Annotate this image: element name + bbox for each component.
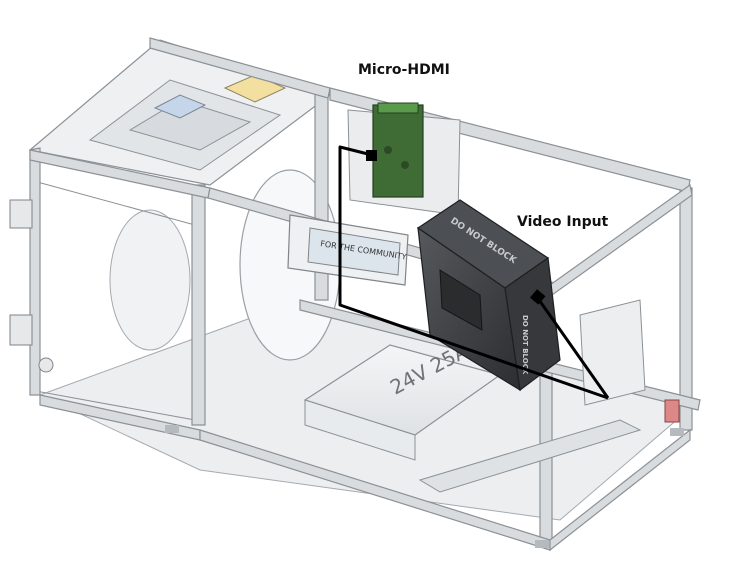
power-supply-front: [304, 399, 416, 461]
display-screen: [307, 227, 401, 276]
right-side-plate: [579, 299, 646, 406]
video-input-device: DO NOT BLOCK DO NOT BLOCK: [416, 199, 561, 392]
red-switch: [664, 399, 680, 423]
micro-hdmi-label: Micro-HDMI: [358, 62, 450, 78]
lens-ring: [109, 209, 191, 351]
video-input-leader-marker: [529, 289, 546, 305]
blue-component: [153, 94, 207, 119]
video-input-leader-line: [535, 296, 610, 399]
micro-hdmi-leader-marker: [366, 150, 377, 161]
micro-hdmi-board: [347, 102, 461, 216]
side-brackets: [9, 199, 54, 373]
video-input-label: Video Input: [517, 214, 609, 230]
bottom-bracket-bar: [418, 419, 642, 493]
do-not-block-side-label: DO NOT BLOCK: [521, 315, 529, 375]
micro-hdmi-leader-line: [338, 145, 609, 400]
frame-feet: [165, 425, 684, 548]
